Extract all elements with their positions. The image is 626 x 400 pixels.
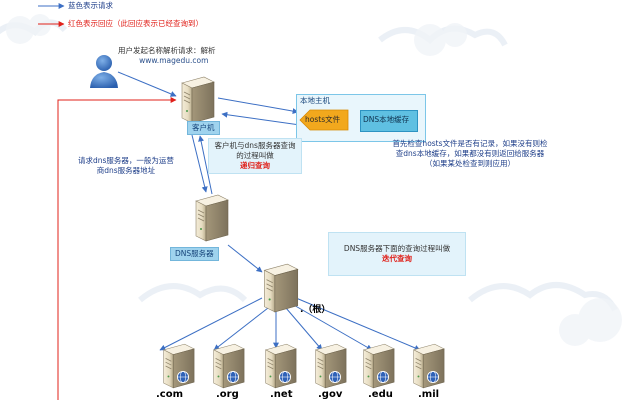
- cloud-decoration: [138, 283, 248, 303]
- root-to-mil-arrow: [295, 297, 421, 351]
- legend-blue-text: 蓝色表示请求: [68, 1, 113, 10]
- right-note-line2: 查dns本地缓存，如果都没有则返回给服务器: [395, 149, 545, 158]
- recursive-note-line2: 的过程叫做: [236, 151, 274, 160]
- root-to-gov-arrow: [285, 307, 323, 351]
- user-note: 用户发起名称解析请求：解析 www.magedu.com: [118, 46, 216, 66]
- tld-label-gov: .gov: [318, 389, 343, 400]
- tld-label-com: .com: [156, 389, 184, 400]
- dns-to-client-arrow: [198, 135, 213, 195]
- recursive-note-box: 客户机与dns服务器查询 的过程叫做 递归查询: [208, 138, 302, 174]
- root-to-org-arrow: [213, 307, 269, 351]
- iterative-note-box: DNS服务器下面的查询过程叫做 迭代查询: [328, 232, 466, 276]
- root-to-com-arrow: [159, 297, 263, 351]
- iterative-note-line2: 迭代查询: [382, 254, 412, 263]
- client-label: 客户机: [187, 121, 220, 135]
- hosts-file-label: hosts文件: [305, 115, 341, 124]
- left-note: 请求dns服务器，一般为运营 商dns服务器地址: [78, 156, 174, 176]
- left-note-line2: 商dns服务器地址: [96, 166, 156, 175]
- localhost-to-client-arrow: [221, 111, 301, 126]
- root-label: .（根）: [300, 305, 331, 315]
- right-note-line1: 首先检查hosts文件是否有记录，如果没有则检: [392, 139, 548, 148]
- recursive-note-line1: 客户机与dns服务器查询: [214, 141, 296, 150]
- local-host-title: 本地主机: [300, 96, 330, 105]
- dns-server-label: DNS服务器: [170, 247, 219, 261]
- cloud-decoration: [468, 282, 618, 312]
- user-to-client-arrow: [117, 71, 177, 97]
- right-note-line3: （如果某处检查到则应用）: [425, 159, 515, 168]
- tld-label-net: .net: [270, 389, 293, 400]
- client-to-localhost-arrow: [217, 97, 299, 115]
- dns-cache-label: DNS本地缓存: [363, 115, 410, 124]
- left-note-line1: 请求dns服务器，一般为运营: [78, 156, 174, 165]
- client-to-dns-arrow: [191, 134, 208, 193]
- user-note-line1: 用户发起名称解析请求：解析: [118, 46, 216, 55]
- dns-cache-box: [360, 110, 418, 132]
- legend-red-text: 红色表示回应（此回应表示已经查询到）: [68, 19, 203, 28]
- recursive-note-line3: 递归查询: [240, 161, 270, 170]
- user-note-line2: www.magedu.com: [139, 56, 209, 65]
- iterative-note-line1: DNS服务器下面的查询过程叫做: [343, 244, 451, 253]
- right-note: 首先检查hosts文件是否有记录，如果没有则检 查dns本地缓存，如果都没有则返…: [370, 139, 570, 169]
- root-to-edu-arrow: [291, 303, 373, 351]
- tld-label-org: .org: [216, 389, 239, 400]
- tld-label-edu: .edu: [368, 389, 393, 400]
- response-arrow: [57, 97, 177, 400]
- dns-to-root-arrow: [227, 244, 263, 273]
- tld-label-mil: .mil: [418, 389, 440, 400]
